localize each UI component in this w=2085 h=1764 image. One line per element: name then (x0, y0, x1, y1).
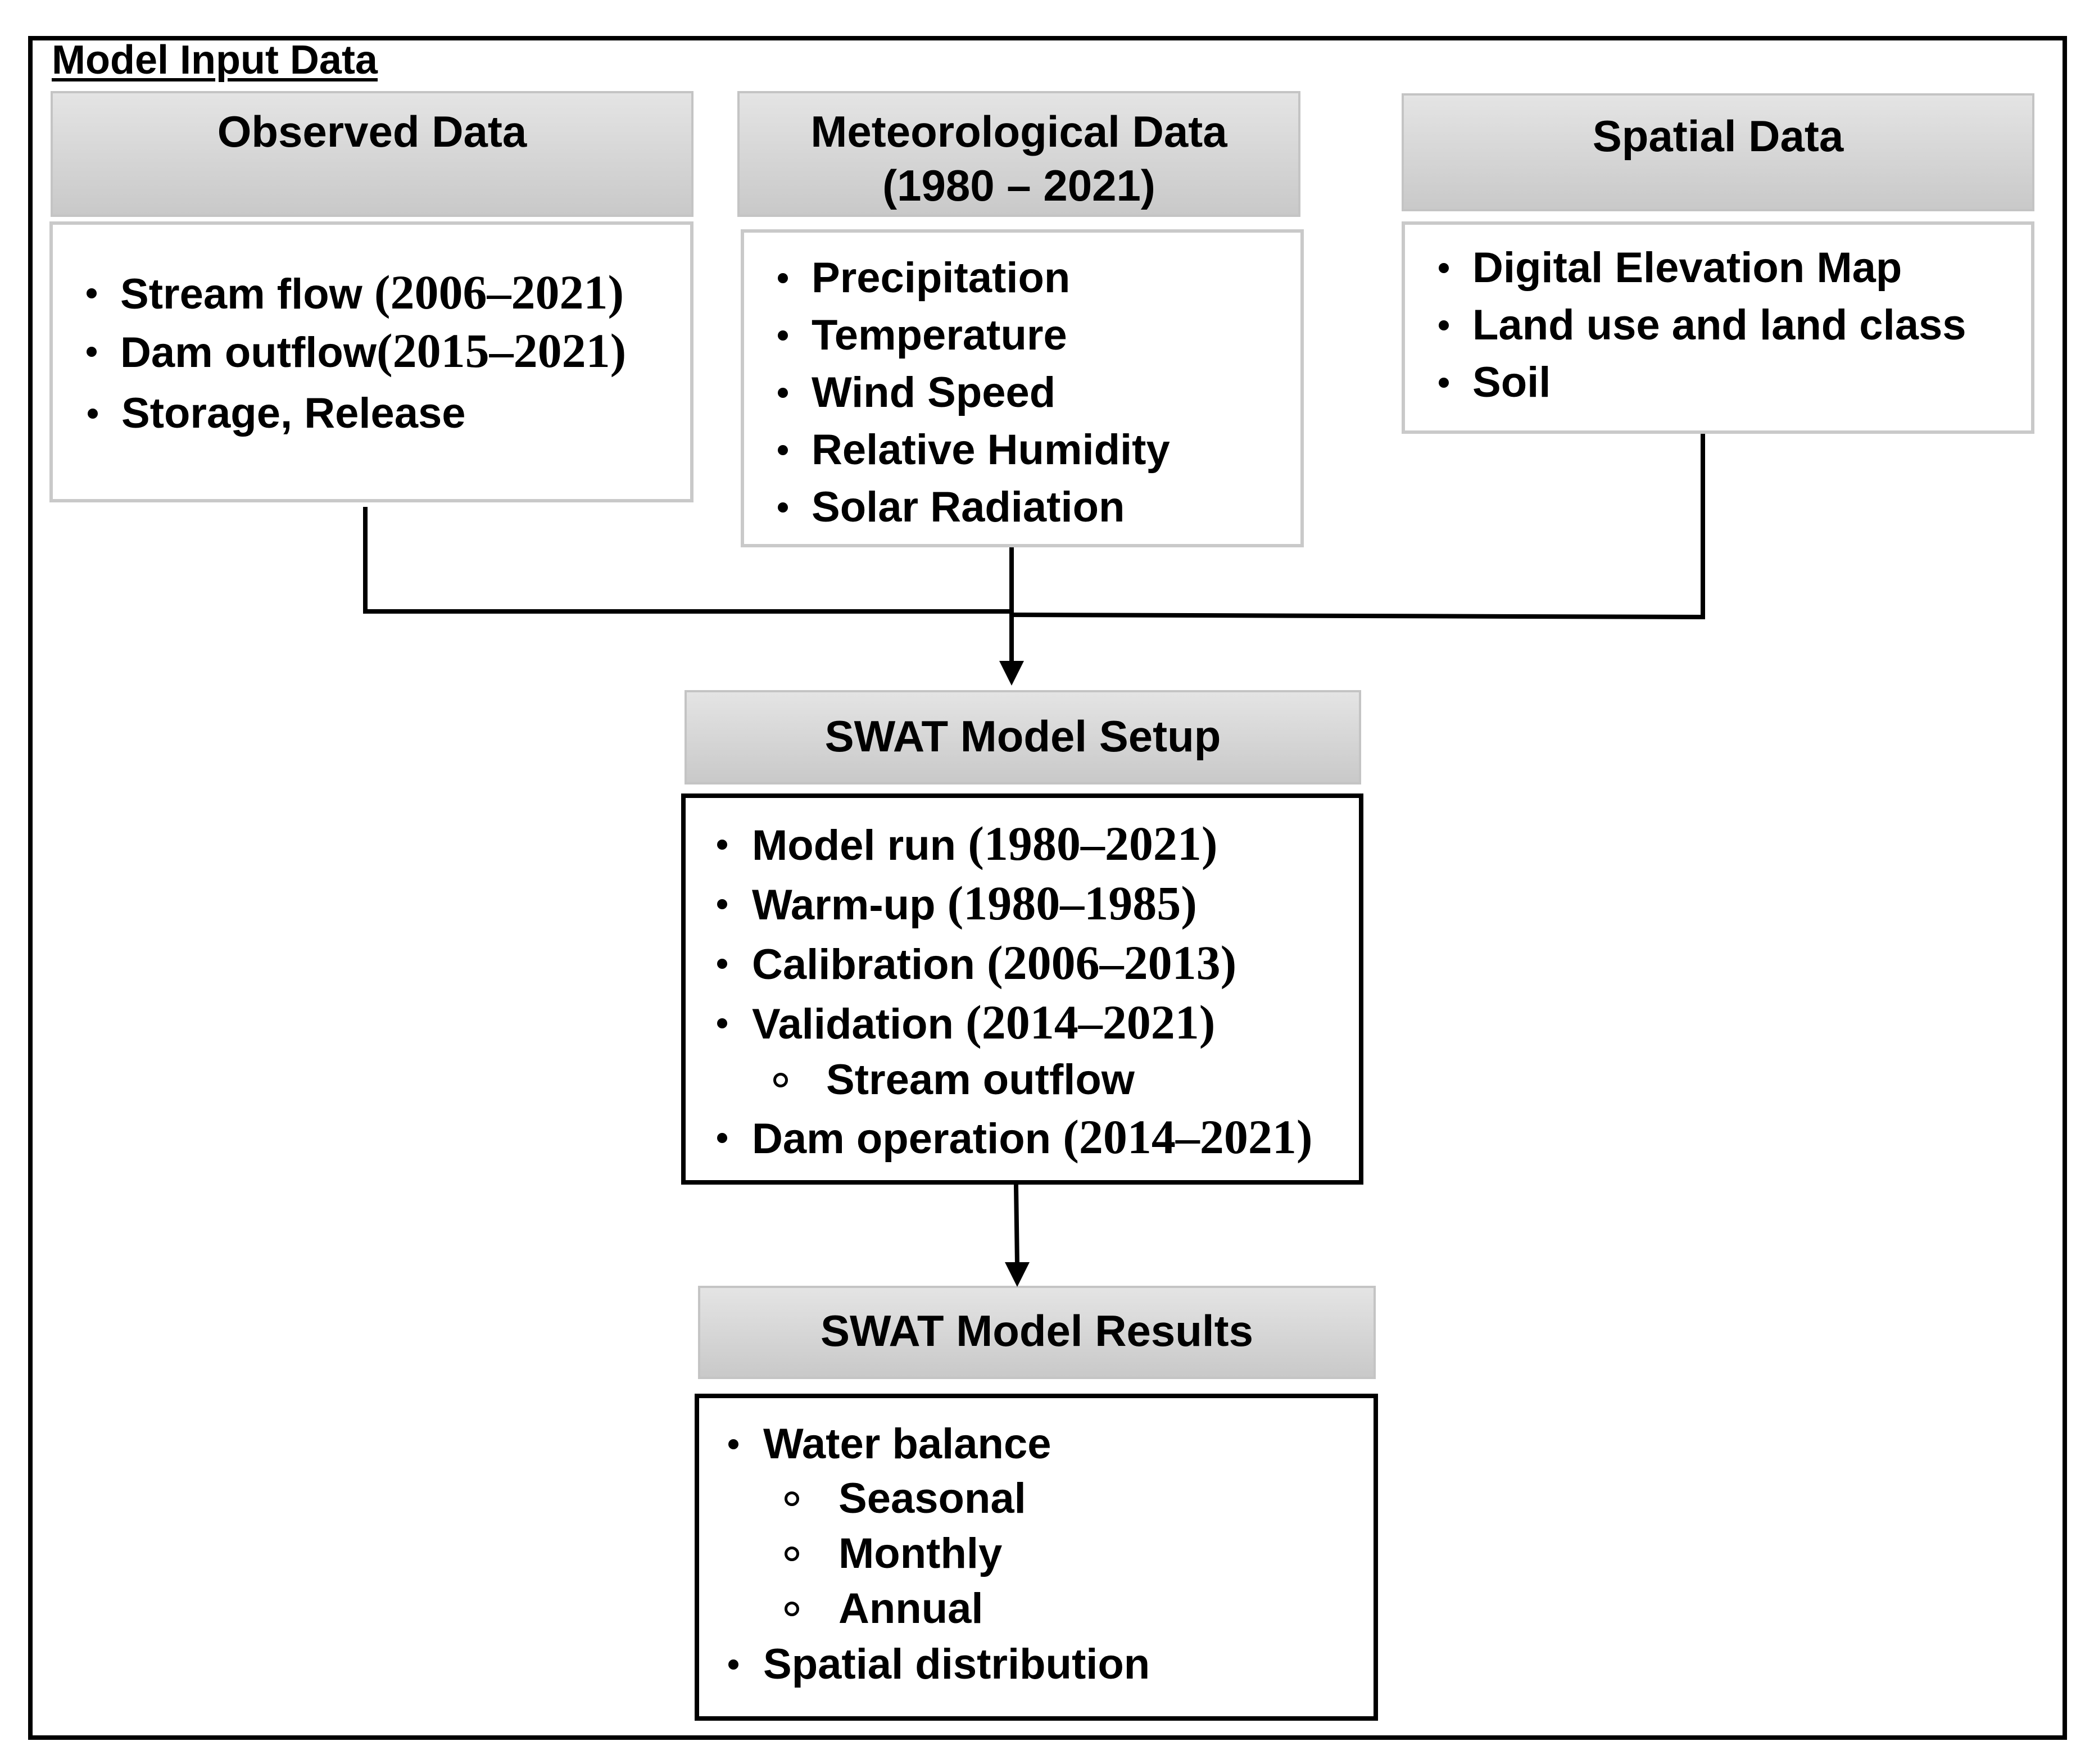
bullet-dot (728, 1439, 738, 1449)
spatial-data-box: Digital Elevation Map Land use and land … (1402, 221, 2034, 434)
bullet-dot (728, 1659, 738, 1670)
bullet-dot (87, 288, 97, 298)
observed-data-title: Observed Data (217, 107, 527, 156)
meteorological-data-title-line1: Meteorological Data (810, 107, 1227, 156)
setup-to-results-arrow-line (1013, 1184, 1020, 1267)
bullet-dot (1439, 378, 1449, 388)
list-item: Temperature (778, 307, 1170, 364)
bullet-dot (778, 330, 788, 341)
sub-list-item: Annual (785, 1581, 1150, 1636)
bullet-dot (717, 959, 727, 969)
meteorological-data-title-line2: (1980 – 2021) (882, 161, 1155, 210)
swat-model-setup-box: Model run (1980–2021) Warm-up (1980–1985… (681, 793, 1363, 1185)
bullet-dot (87, 347, 97, 357)
list-item: Precipitation (778, 250, 1170, 307)
swat-model-setup-list: Model run (1980–2021) Warm-up (1980–1985… (717, 815, 1312, 1169)
list-item: Storage, Release (88, 386, 466, 442)
swat-model-results-header: SWAT Model Results (698, 1286, 1376, 1379)
list-item: Warm-up (1980–1985) (717, 874, 1312, 934)
bullet-dot (778, 273, 788, 283)
bullet-dot (88, 409, 98, 419)
swat-model-setup-title: SWAT Model Setup (824, 711, 1221, 761)
spatial-connector (1009, 434, 1705, 620)
meteorological-data-header: Meteorological Data (1980 – 2021) (737, 91, 1300, 217)
list-item: Stream flow (2006–2021) (87, 264, 624, 323)
hollow-bullet-icon (785, 1602, 799, 1616)
meteorological-data-list: Precipitation Temperature Wind Speed Rel… (778, 250, 1170, 536)
bullet-dot (717, 1133, 727, 1143)
observed-connector (363, 507, 1014, 614)
observed-data-header: Observed Data (51, 91, 694, 217)
hollow-bullet-icon (785, 1491, 799, 1506)
bullet-dot (778, 388, 788, 398)
bullet-dot (717, 1018, 727, 1028)
swat-model-results-list: Water balance Seasonal Monthly Annual Sp… (728, 1417, 1150, 1693)
meteorological-data-box: Precipitation Temperature Wind Speed Rel… (741, 229, 1304, 547)
sub-list-item: Stream outflow (773, 1053, 1312, 1107)
list-item: Wind Speed (778, 364, 1170, 421)
list-item: Model run (1980–2021) (717, 815, 1312, 874)
list-item: Validation (2014–2021) (717, 994, 1312, 1053)
bullet-dot (778, 445, 788, 455)
observed-data-box: Stream flow (2006–2021) Dam outflow(2015… (49, 221, 694, 502)
list-item: Relative Humidity (778, 421, 1170, 479)
spatial-data-header: Spatial Data (1402, 93, 2034, 211)
spatial-data-list: Digital Elevation Map Land use and land … (1439, 239, 1966, 411)
bullet-dot (717, 840, 727, 850)
swat-model-results-title: SWAT Model Results (821, 1306, 1253, 1355)
page-title: Model Input Data (52, 38, 378, 83)
list-item: Soil (1439, 354, 1966, 411)
bullet-dot (1439, 263, 1449, 273)
arrowhead-icon (1005, 1262, 1030, 1287)
list-item: Spatial distribution (728, 1636, 1150, 1693)
list-item: Digital Elevation Map (1439, 239, 1966, 297)
list-item: Dam operation (2014–2021) (717, 1107, 1312, 1169)
list-item: Calibration (2006–2013) (717, 934, 1312, 994)
hollow-bullet-icon (785, 1547, 799, 1561)
bullet-dot (778, 502, 788, 513)
sub-list-item: Monthly (785, 1526, 1150, 1581)
bullet-dot (717, 899, 727, 909)
swat-model-setup-header: SWAT Model Setup (685, 690, 1361, 784)
swat-model-results-box: Water balance Seasonal Monthly Annual Sp… (695, 1394, 1378, 1721)
list-item: Water balance (728, 1417, 1150, 1471)
bullet-dot (1439, 320, 1449, 330)
hollow-bullet-icon (773, 1073, 788, 1087)
spatial-data-title: Spatial Data (1592, 111, 1844, 161)
arrowhead-icon (999, 661, 1024, 686)
sub-list-item: Seasonal (785, 1471, 1150, 1526)
list-item: Solar Radiation (778, 479, 1170, 536)
list-item: Dam outflow(2015–2021) (87, 323, 626, 381)
list-item: Land use and land class (1439, 297, 1966, 354)
